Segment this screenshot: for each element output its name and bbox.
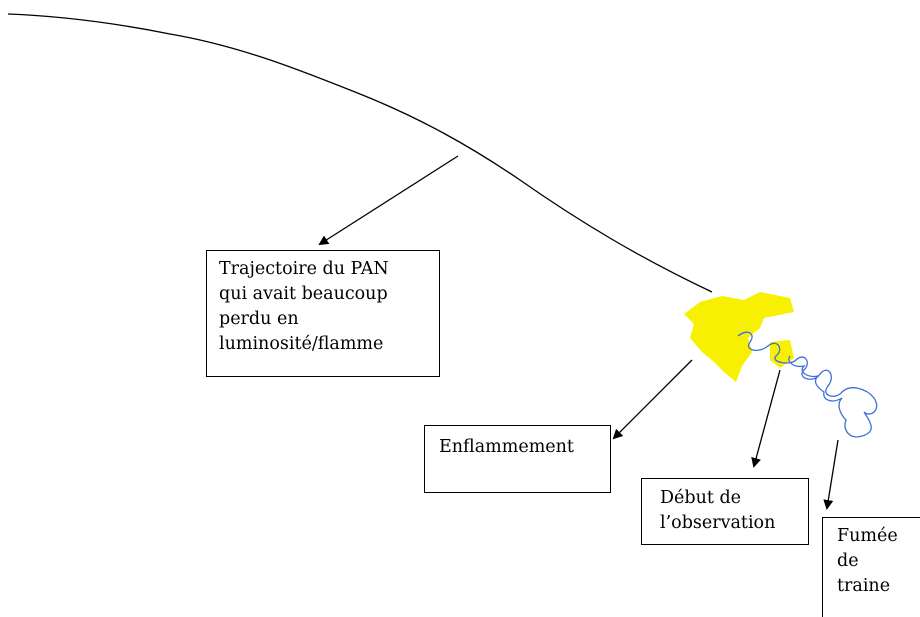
arrow-fumee	[823, 439, 839, 510]
label-trajectoire-line-4: luminosité/flamme	[219, 334, 384, 354]
arrow-trajectoire	[318, 155, 459, 246]
label-trajectoire-line-2: qui avait beaucoup	[219, 284, 388, 304]
arrow-debut	[751, 369, 781, 468]
label-fumee-line-3: traine	[837, 576, 891, 596]
arrow-enflammement	[612, 359, 693, 440]
label-fumee-de-traine: Fumée de traine	[822, 517, 920, 617]
label-debut-observation: Début de l’observation	[641, 478, 809, 545]
label-trajectoire-line-1: Trajectoire du PAN	[219, 259, 389, 279]
label-trajectoire-line-3: perdu en	[219, 309, 299, 329]
ignition-flare	[684, 292, 794, 382]
label-debut-line-1: Début de	[660, 488, 742, 508]
label-fumee-line-2: de	[837, 551, 859, 571]
trajectory-curve	[7, 13, 713, 293]
label-fumee-line-1: Fumée	[837, 526, 898, 546]
label-enflammement-line-1: Enflammement	[439, 437, 574, 457]
label-trajectoire: Trajectoire du PAN qui avait beaucoup pe…	[206, 250, 440, 377]
smoke-trail	[737, 331, 878, 438]
label-enflammement: Enflammement	[424, 425, 611, 493]
label-debut-line-2: l’observation	[660, 513, 776, 533]
